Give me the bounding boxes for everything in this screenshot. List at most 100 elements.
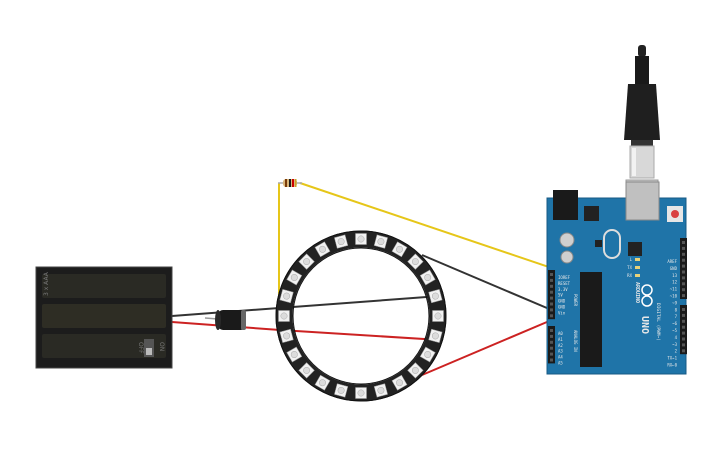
- ring-pixel: [334, 234, 349, 249]
- header-pin[interactable]: [682, 246, 685, 250]
- pin-label: 12: [672, 280, 677, 285]
- pin-label: AREF: [667, 259, 677, 264]
- wire-black-ring-ground[interactable]: [421, 254, 555, 312]
- battery-cell: [42, 334, 166, 358]
- header-pin[interactable]: [682, 313, 685, 317]
- voltage-regulator: [584, 206, 599, 221]
- header-pin[interactable]: [682, 325, 685, 329]
- pin-label: 5V: [558, 293, 563, 298]
- header-pin[interactable]: [682, 282, 685, 286]
- battery-switch-on-label: ON: [158, 342, 165, 351]
- header-pin[interactable]: [550, 290, 553, 294]
- battery-label: 3 x AAA: [43, 271, 50, 296]
- pin-label: A2: [558, 343, 563, 348]
- pin-label: A3: [558, 349, 563, 354]
- header-pin[interactable]: [682, 270, 685, 274]
- board-led: [635, 258, 640, 261]
- power-label: POWER: [573, 294, 578, 307]
- infinity-logo: [641, 284, 653, 296]
- battery-pack[interactable]: 3 x AAA OFF ON: [35, 266, 173, 369]
- ring-pixel: [279, 328, 294, 343]
- pin-label: ~11: [670, 287, 678, 292]
- ring-pixel: [355, 387, 367, 399]
- ring-pixel: [407, 253, 424, 270]
- pin-label: IOREF: [558, 275, 571, 280]
- ring-pixel: [373, 383, 388, 398]
- header-pin[interactable]: [550, 352, 553, 356]
- header-pin[interactable]: [550, 284, 553, 288]
- ring-pixel: [391, 374, 408, 391]
- pin-label: ~3: [672, 342, 677, 347]
- ring-pixel: [314, 241, 331, 258]
- pin-label: 7: [675, 314, 678, 319]
- wire-red-battery-power[interactable]: [171, 321, 441, 341]
- header-pin[interactable]: [550, 278, 553, 282]
- resistor[interactable]: [278, 179, 302, 187]
- ring-pixels: [278, 233, 444, 399]
- header-pin[interactable]: [550, 296, 553, 300]
- header-pin[interactable]: [682, 349, 685, 353]
- header-pin[interactable]: [550, 358, 553, 362]
- ring-pixel: [428, 328, 443, 343]
- header-pin[interactable]: [550, 273, 553, 276]
- header-pin[interactable]: [682, 264, 685, 268]
- header-pin[interactable]: [682, 258, 685, 262]
- pin-label: ~10: [670, 294, 678, 299]
- pin-label: 3.3V: [558, 287, 568, 292]
- header-pin[interactable]: [550, 334, 553, 338]
- battery-cell: [42, 274, 166, 298]
- ring-pixel: [428, 289, 443, 304]
- wire-red-ring-to-arduino[interactable]: [421, 318, 555, 376]
- header-pin[interactable]: [550, 346, 553, 350]
- board-led: [635, 274, 640, 277]
- ring-pixel: [419, 346, 436, 363]
- ring-pixel: [298, 362, 315, 379]
- left-header: [548, 270, 555, 364]
- pin-label: 8: [675, 307, 678, 312]
- pin-label: RESET: [558, 281, 571, 286]
- board-led: [635, 266, 640, 269]
- pin-label: ~5: [672, 328, 677, 333]
- ring-pixel: [391, 241, 408, 258]
- pin-label: A1: [558, 337, 563, 342]
- header-pin[interactable]: [682, 319, 685, 323]
- capacitor-cap: [559, 232, 575, 248]
- ring-pixel: [314, 374, 331, 391]
- header-pin[interactable]: [550, 329, 553, 332]
- ring-pixel: [278, 310, 290, 322]
- pin-label: GND: [558, 299, 566, 304]
- header-pin[interactable]: [682, 331, 685, 335]
- capacitor-cap: [560, 250, 574, 264]
- battery-switch-off-label: OFF: [137, 342, 144, 354]
- header-pin[interactable]: [550, 302, 553, 306]
- analog-label: ANALOG IN: [573, 330, 578, 352]
- header-pin[interactable]: [682, 308, 685, 311]
- arduino-uno[interactable]: ARDUINO UNO DIGITAL (PWM~) POWER ANALOG …: [546, 181, 687, 375]
- header-pin[interactable]: [550, 308, 553, 312]
- header-pin[interactable]: [682, 241, 685, 244]
- header-pin[interactable]: [550, 340, 553, 344]
- header-pin[interactable]: [682, 252, 685, 256]
- ring-pixel: [298, 253, 315, 270]
- neopixel-ring[interactable]: [275, 230, 447, 402]
- ring-pixel: [286, 346, 303, 363]
- header-pin[interactable]: [682, 343, 685, 347]
- ring-pixel: [432, 310, 444, 322]
- pin-label: GND: [558, 305, 566, 310]
- pin-label: GND: [670, 266, 678, 271]
- header-pin[interactable]: [682, 337, 685, 341]
- wire-black-battery-ground[interactable]: [171, 295, 441, 317]
- header-pin[interactable]: [682, 294, 685, 298]
- header-pin[interactable]: [682, 288, 685, 292]
- pin-label: 4: [675, 335, 678, 340]
- capacitor[interactable]: [204, 310, 246, 330]
- battery-switch-knob[interactable]: [146, 348, 152, 355]
- ring-pixel: [279, 289, 294, 304]
- header-pin[interactable]: [682, 276, 685, 280]
- chip-small: [595, 240, 602, 247]
- header-pin[interactable]: [550, 314, 553, 318]
